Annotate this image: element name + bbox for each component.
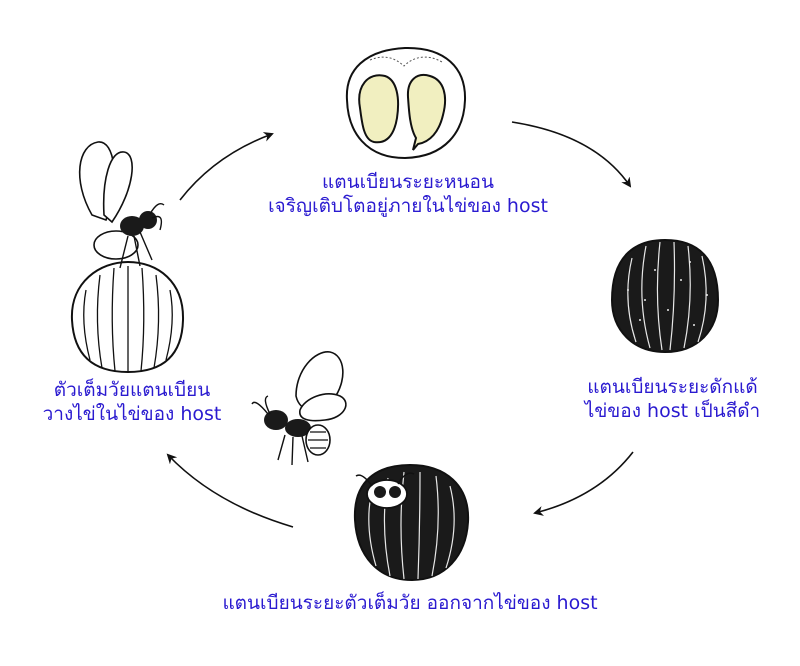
stage-label-larva-line1: แตนเบียนระยะหนอน xyxy=(322,171,494,193)
dark-host-egg-pupa xyxy=(610,238,720,354)
emerging-wasp-head xyxy=(355,472,415,509)
wasp-emerging-from-egg xyxy=(353,463,470,582)
stage-label-adult-line2: วางไข่ในไข่ของ host xyxy=(42,403,222,425)
arrow-larva-to-pupa xyxy=(511,121,632,188)
arrow-pupa-to-emergence xyxy=(533,451,634,516)
stage-label-pupa-line2: ไข่ของ host เป็นสีดำ xyxy=(584,400,761,422)
stage-label-emergence: แตนเบียนระยะตัวเต็มวัย ออกจากไข่ของ host xyxy=(180,591,640,615)
larva-left xyxy=(358,74,400,144)
stage-label-pupa: แตนเบียนระยะดักแด้ ไข่ของ host เป็นสีดำ xyxy=(560,375,785,423)
arrow-emergence-to-adult xyxy=(166,453,294,528)
stage-label-pupa-line1: แตนเบียนระยะดักแด้ xyxy=(587,376,758,398)
stage-label-larva: แตนเบียนระยะหนอน เจริญเติบโตอยู่ภายในไข่… xyxy=(238,170,578,218)
stage-label-emergence-line1: แตนเบียนระยะตัวเต็มวัย ออกจากไข่ของ host xyxy=(222,592,598,614)
stage-label-adult: ตัวเต็มวัยแตนเบียน วางไข่ในไข่ของ host xyxy=(12,378,252,426)
larva-right xyxy=(406,74,447,151)
host-egg-with-larvae xyxy=(345,46,467,160)
wasp-ovipositing-on-host-egg xyxy=(70,141,185,374)
arrow-adult-to-larva xyxy=(179,132,274,201)
stage-label-larva-line2: เจริญเติบโตอยู่ภายในไข่ของ host xyxy=(268,195,548,217)
wasp-wing-right xyxy=(102,151,133,224)
stage-label-adult-line1: ตัวเต็มวัยแตนเบียน xyxy=(53,379,211,401)
flying-adult-wasp xyxy=(251,351,347,466)
